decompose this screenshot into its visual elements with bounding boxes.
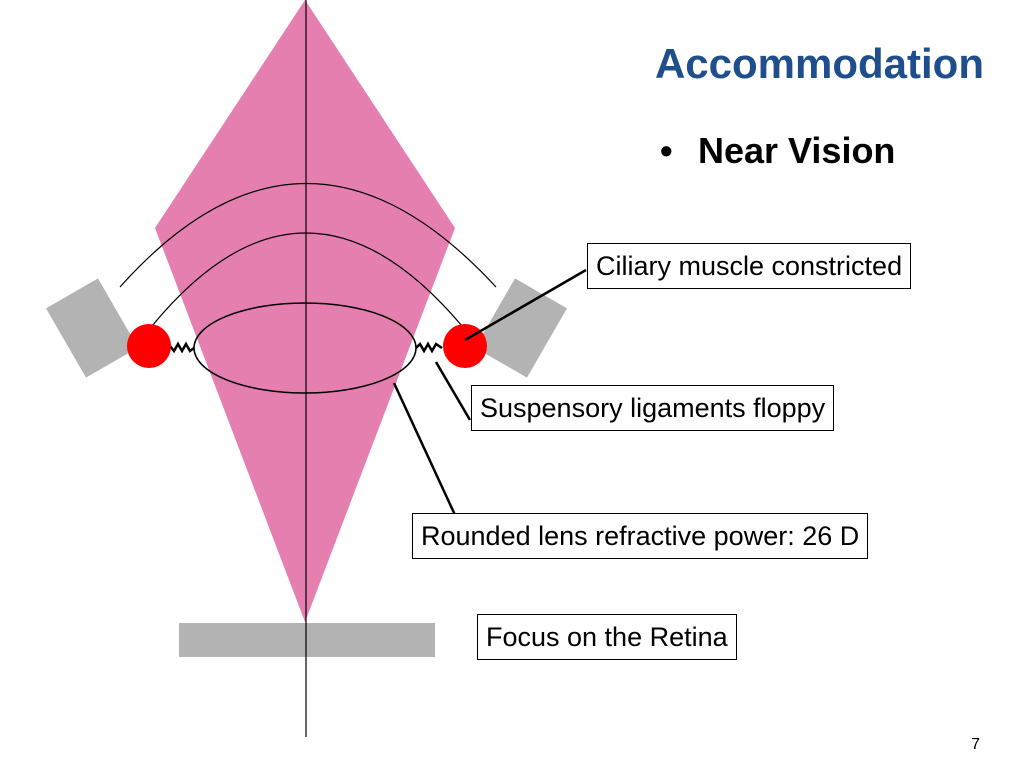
ciliary-muscle-left — [127, 324, 171, 368]
lens-power-label: Rounded lens refractive power: 26 D — [412, 513, 869, 560]
suspensory-ligament-left — [169, 341, 195, 354]
slide-title: Accommodation — [654, 40, 984, 87]
ciliary-muscle-label: Ciliary muscle constricted — [587, 243, 912, 290]
bullet-text: Near Vision — [698, 130, 896, 171]
ciliary-body-left — [46, 278, 138, 378]
suspensory-ligaments-label: Suspensory ligaments floppy — [471, 385, 835, 432]
leader-line-lens — [392, 382, 457, 516]
page-number: 7 — [971, 736, 980, 753]
light-cone — [155, 0, 455, 622]
ciliary-body-right — [475, 278, 567, 378]
bullet-point: • Near Vision — [660, 130, 895, 172]
bullet-dot: • — [660, 130, 673, 171]
leader-line-ligaments — [434, 361, 472, 421]
leader-line-ciliary — [464, 268, 587, 342]
focus-retina-label: Focus on the Retina — [477, 614, 737, 661]
retina — [179, 623, 435, 657]
suspensory-ligament-right — [415, 341, 443, 354]
